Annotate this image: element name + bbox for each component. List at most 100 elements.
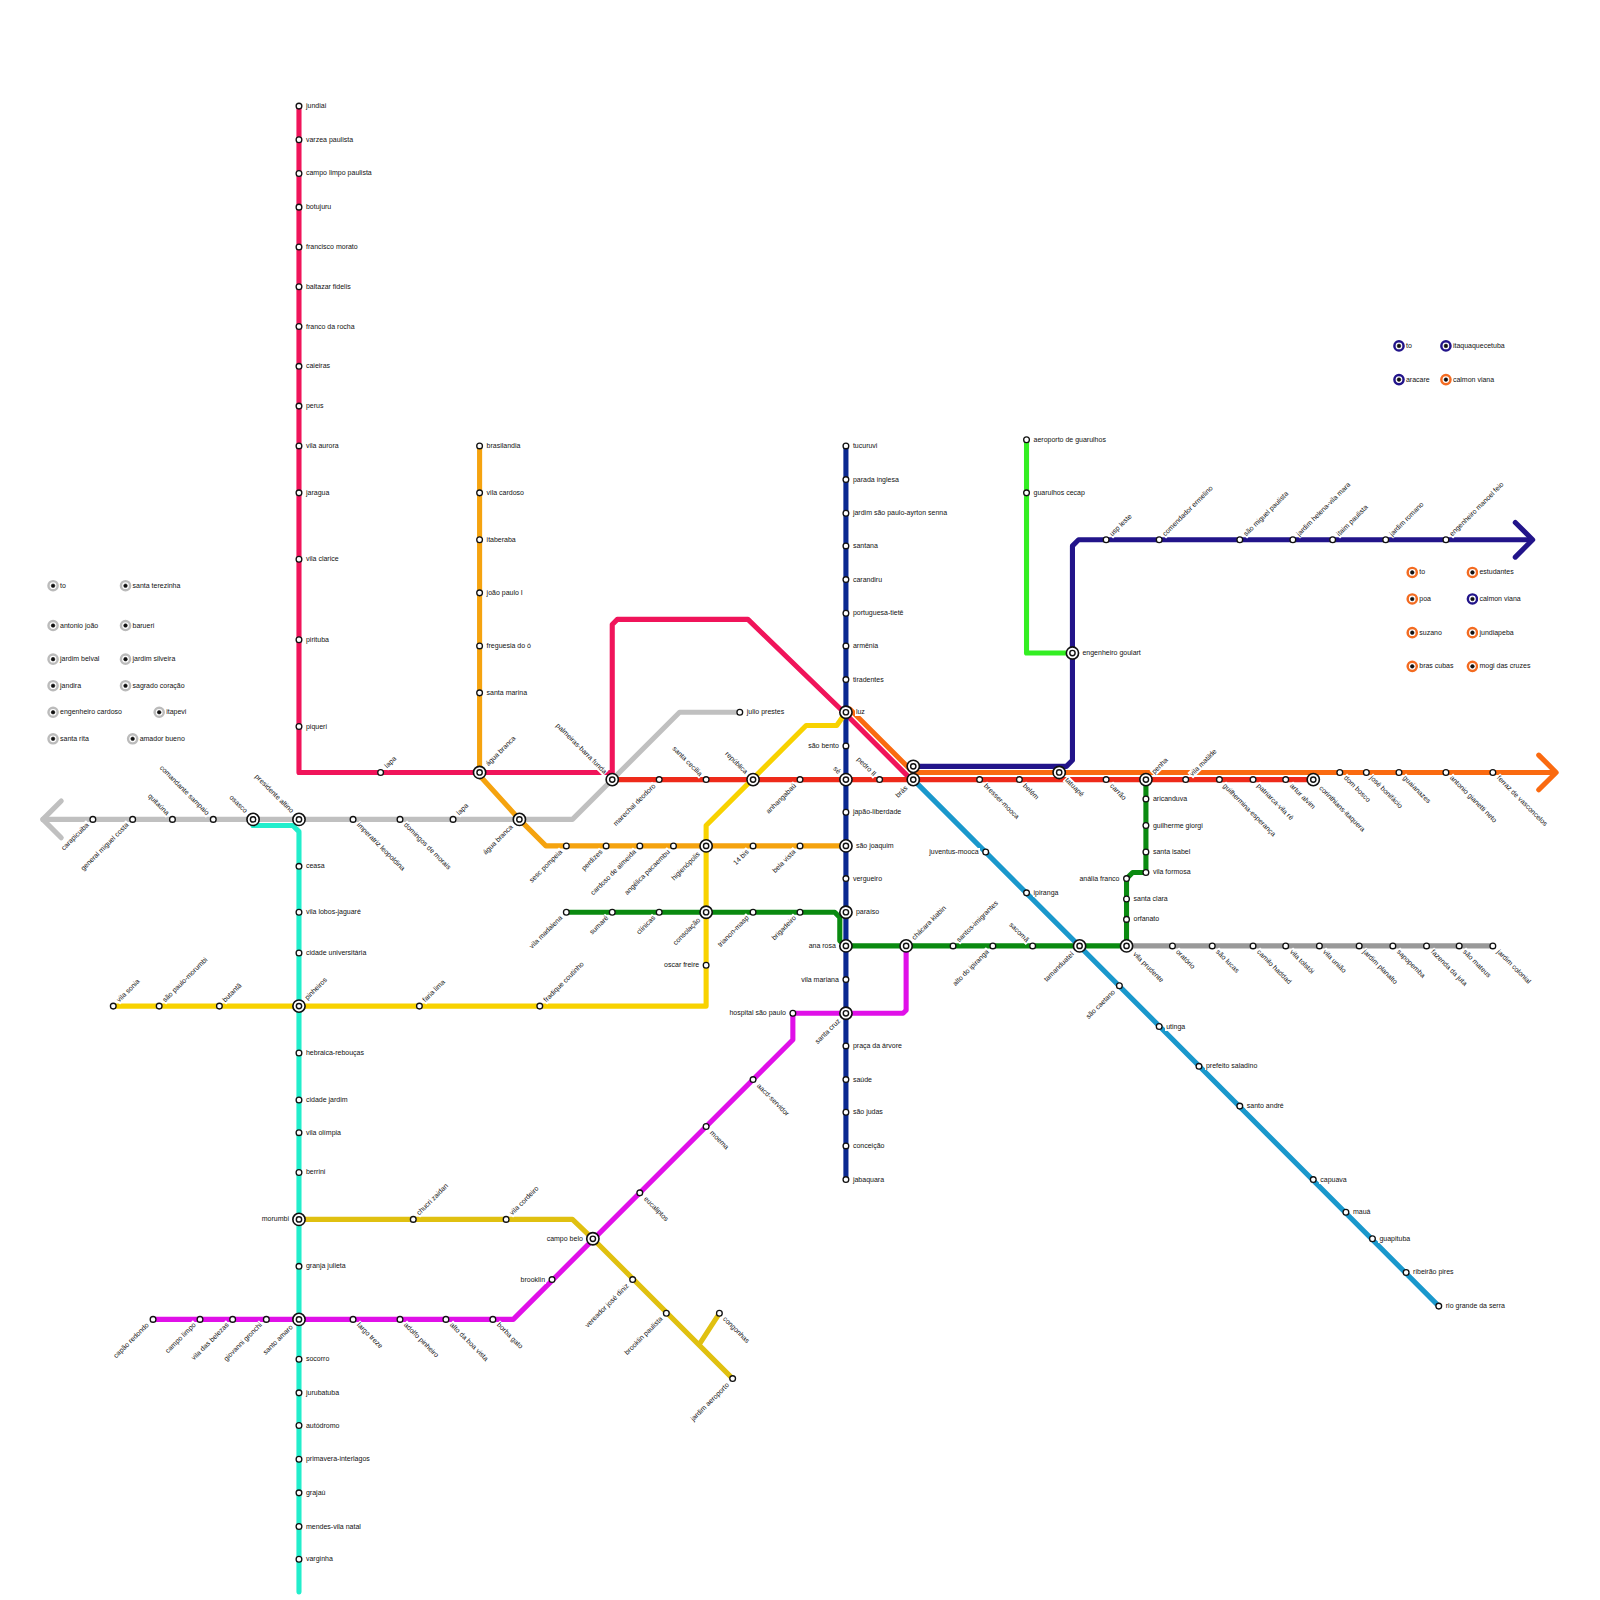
station-dot [1490,770,1496,776]
interchange-ring [840,940,852,952]
station-dot [549,1277,555,1283]
station-dot [1030,943,1036,949]
station-dot [1117,983,1123,989]
station-label: cidade jardim [305,1096,349,1104]
station-dot [1370,1236,1376,1242]
station-label: aeroporto de guarulhos [1033,436,1107,444]
station-dot [1337,770,1343,776]
station-core [51,584,55,588]
station-label: antonio joão [59,622,99,630]
station-label: jardim aeroporto [688,1380,731,1423]
interchange-ring [1140,773,1152,785]
station-label: armênia [852,642,879,650]
station-dot [843,577,849,583]
station-label: consolação [670,916,702,948]
station-dot [503,1217,509,1223]
station-label: brigadeiro [769,914,798,943]
interchange-ring [247,813,259,825]
station-dot [1383,537,1389,543]
station-label: comendador ermelino [1161,483,1216,538]
station-dot [1363,770,1369,776]
station-label: anhangabaú [764,781,799,816]
line-green [566,780,1146,946]
interchange-core [1057,770,1062,775]
interchange-ring [1053,766,1065,778]
station-label: são judas [852,1108,884,1116]
station-dot [843,743,849,749]
interchange-core [477,770,482,775]
station-label: belém [1021,781,1042,802]
station-dot [296,1556,302,1562]
station-ring [121,621,130,630]
interchange-ring [700,906,712,918]
station-label: água branca [481,823,516,858]
station-dot [263,1317,269,1323]
station-dot [296,284,302,290]
station-dot [843,1077,849,1083]
interchange-core [1077,943,1082,948]
station-ring [155,708,164,717]
station-label: engenheiro cardoso [59,708,123,716]
station-label: república [722,749,749,776]
station-label: santa cruz [812,1017,842,1047]
station-label: lapa [454,802,470,818]
station-dot [296,137,302,143]
station-label: mogi das cruzes [1478,662,1531,670]
station-core [1410,571,1414,575]
station-core [1471,597,1475,601]
station-dot [843,1109,849,1115]
station-label: anália franco [1078,875,1120,883]
station-label: guarulhos cecap [1033,489,1086,497]
interchange-ring [840,840,852,852]
station-label: jardim são paulo-ayrton senna [852,509,948,517]
station-dot [1124,917,1130,923]
station-label: josé bonifácio [1368,774,1405,811]
station-ring [48,621,57,630]
station-dot [1396,770,1402,776]
interchange-ring [293,813,305,825]
station-label: autódromo [305,1422,340,1430]
station-label: jardim silveira [132,655,177,663]
station-dot [1143,796,1149,802]
station-label: campo belo [546,1235,584,1243]
station-label: adolfo pinheiro [401,1321,441,1361]
interchange-ring [840,1007,852,1019]
station-label: morumbi [261,1215,290,1223]
station-label: vila sonia [115,977,143,1005]
station-label: caieiras [305,362,331,370]
station-dot [1250,943,1256,949]
station-ring [48,734,57,743]
station-dot [296,863,302,869]
station-label: jurubatuba [305,1389,340,1397]
station-dot [1283,777,1289,783]
station-dot [217,1003,223,1009]
station-dot [230,1317,236,1323]
station-dot [1103,537,1109,543]
station-label: butantã [221,981,245,1005]
station-label: jabaquara [852,1176,885,1184]
interchange-core [703,843,708,848]
station-dot [1170,943,1176,949]
station-label: moema [708,1128,732,1152]
station-dot [410,1217,416,1223]
station-dot [843,543,849,549]
station-core [51,737,55,741]
station-dot [1143,849,1149,855]
station-ring [48,581,57,590]
interchange-core [843,943,848,948]
interchange-core [843,843,848,848]
station-label: vila mariana [800,976,840,984]
station-label: guapituba [1378,1235,1411,1243]
station-label: guilhermina-esperança [1221,781,1278,838]
station-dot [296,363,302,369]
station-core [1410,597,1414,601]
station-label: luz [855,708,866,716]
station-label: clínicas [634,914,658,938]
station-dot [630,1277,636,1283]
station-ring [121,581,130,590]
station-label: vila matilde [1187,746,1219,778]
station-label: santa terezinha [132,582,182,590]
station-label: presidente altino [252,772,295,815]
